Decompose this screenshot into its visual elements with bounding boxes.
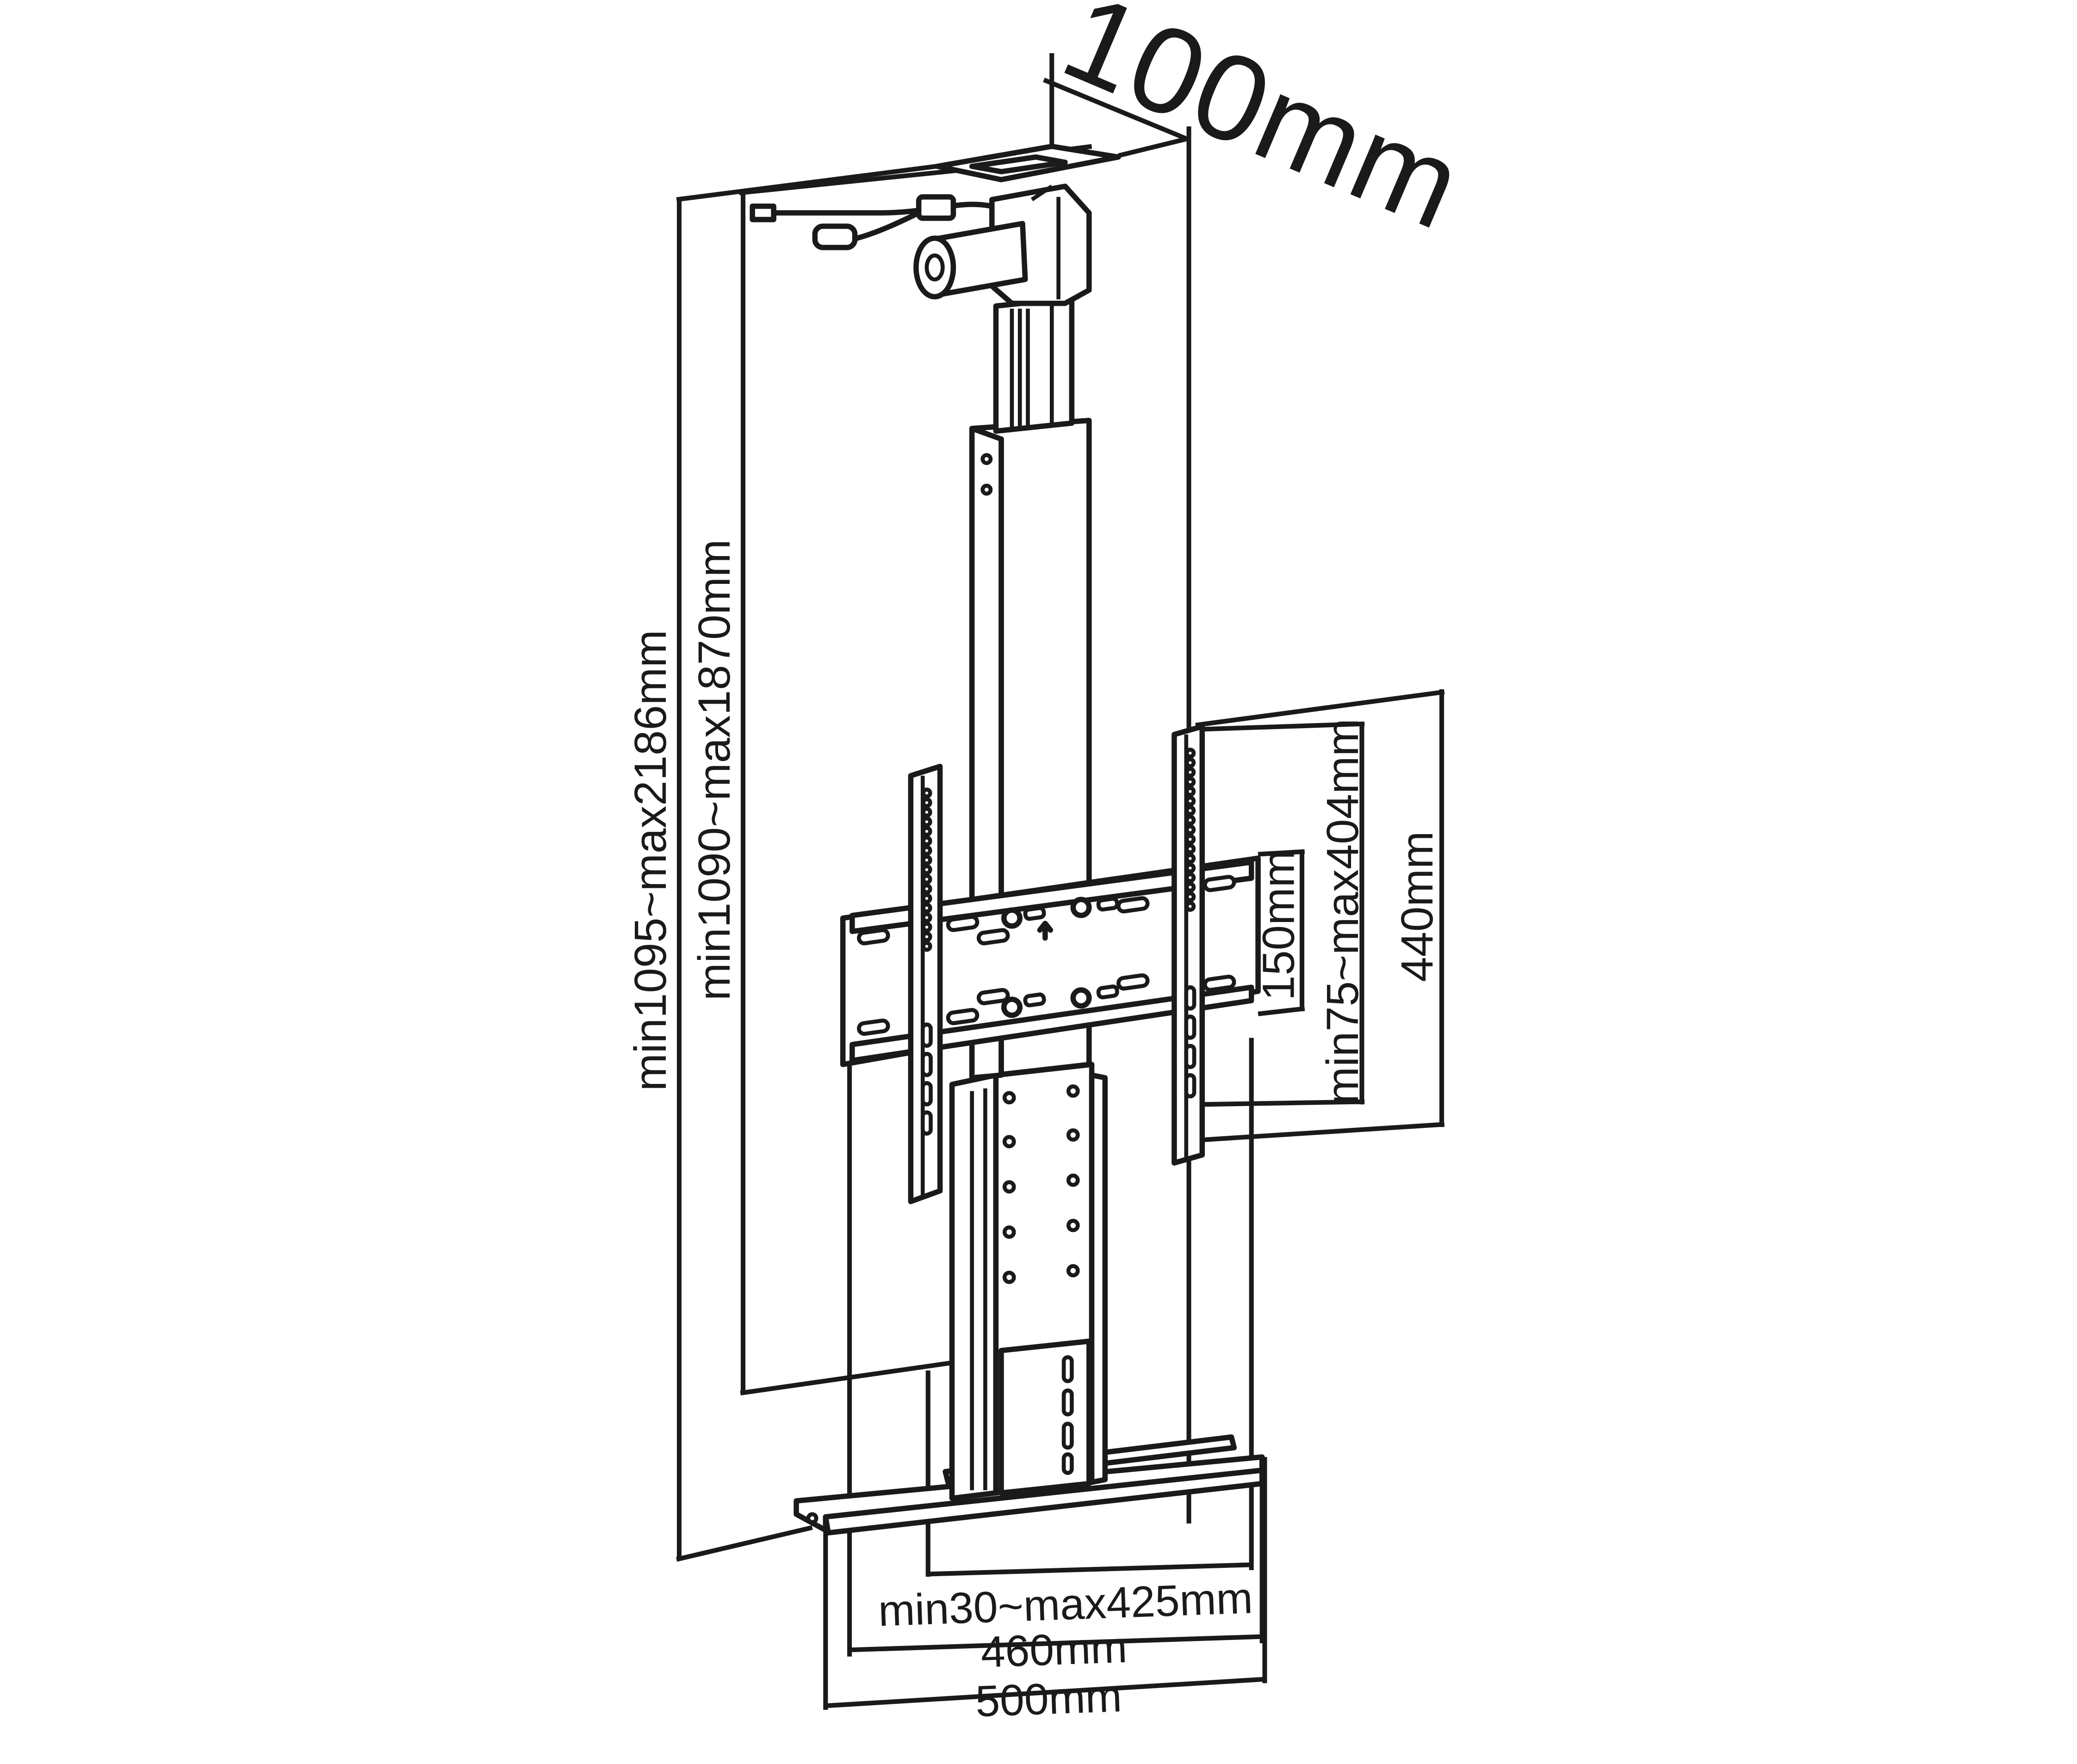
arm-hole [921,873,932,885]
arm-hole [921,845,932,856]
arm-hole [1184,891,1196,903]
horizontal-bracket [840,855,1261,1067]
arm-slot [1184,985,1197,1011]
lower-column-slots [1061,1355,1074,1475]
vesa-arm-left-holes [920,787,933,1136]
arm-hole [1184,815,1196,826]
arm-hole [921,912,932,923]
bracket-bolts [1001,897,1092,1018]
label-bracket-arm-height: 440mm [1391,831,1442,982]
arm-slot [1184,1015,1197,1040]
arm-hole [1184,843,1196,854]
label-overall-height: min1095~max2186mm [625,630,676,1091]
arm-hole [921,902,932,914]
label-top-depth: 100mm [1046,0,1481,255]
arm-hole [1184,805,1196,816]
arm-slot [920,1022,933,1048]
arm-hole [1184,853,1196,864]
arm-hole [921,854,932,866]
arm-hole [1184,872,1196,883]
arm-hole [1184,748,1196,759]
arm-hole [921,941,932,952]
arm-slot [1184,1044,1197,1069]
label-mount-width: 460mm [980,1623,1128,1677]
arm-hole [921,797,932,808]
arm-slot [920,1081,933,1107]
label-column-height: min1090~max1870mm [688,539,739,1001]
arm-hole [1184,901,1196,912]
arm-hole [1184,776,1196,787]
arm-slot [1184,1073,1197,1099]
arm-hole [921,806,932,818]
lower-column-holes [1002,1084,1080,1284]
arm-hole [1184,767,1196,778]
arm-hole [1184,882,1196,893]
arm-slot [920,1110,933,1136]
motor-head [750,143,1121,306]
label-rail-spacing: 150mm [1253,850,1304,1001]
arm-hole [921,816,932,828]
arm-hole [921,835,932,847]
label-base-width: 500mm [974,1672,1122,1726]
lower-column [949,1062,1108,1501]
arm-hole [1184,862,1196,874]
arm-hole [921,864,932,875]
arm-hole [921,893,932,904]
arm-hole [921,922,932,933]
arm-hole [921,931,932,942]
arm-hole [1184,795,1196,807]
bracket-slots [857,875,1236,1036]
arm-hole [1184,757,1196,768]
arm-hole [1184,786,1196,797]
arm-hole [921,883,932,895]
up-arrow-icon [1037,921,1054,941]
vesa-arm-right-holes [1184,748,1197,1099]
arm-hole [921,787,932,798]
arm-hole [1184,824,1196,836]
label-vesa-vertical-range: min75~max404mm [1317,718,1368,1104]
arm-hole [1184,834,1196,845]
arm-slot [920,1052,933,1077]
arm-hole [921,826,932,837]
